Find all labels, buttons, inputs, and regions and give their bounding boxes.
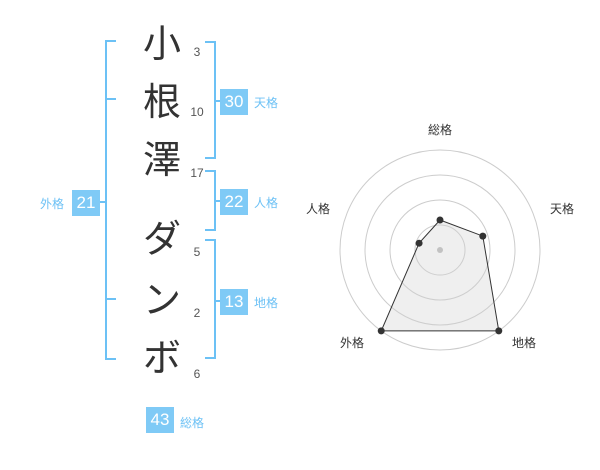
radar-axis-label-gaikaku: 外格 — [340, 336, 365, 350]
stroke-count: 6 — [193, 367, 201, 381]
radar-ring — [389, 199, 491, 301]
gaikaku-value-badge: 21 — [72, 190, 100, 216]
given-char-2: ン — [142, 278, 181, 322]
surname-char-2: 根 — [142, 80, 181, 124]
tenkaku-value-badge: 30 — [220, 89, 248, 115]
radar-axis-label-tenkaku: 天格 — [550, 202, 575, 216]
chikaku-value-badge: 13 — [220, 289, 248, 315]
radar-center-dot — [437, 247, 443, 253]
radar-point — [495, 327, 503, 335]
surname-char-3: 澤 — [142, 138, 181, 182]
radar-axis-label-soukaku: 総格 — [428, 123, 453, 137]
gaikaku-label: 外格 — [40, 197, 65, 211]
radar-polygon — [380, 219, 500, 332]
radar-ring — [414, 224, 466, 276]
radar-point — [415, 239, 423, 247]
radar-point — [377, 327, 385, 335]
radar-ring — [364, 174, 516, 326]
surname-char-1: 小 — [142, 22, 181, 66]
radar-point — [479, 232, 487, 240]
stroke-count: 2 — [193, 306, 201, 320]
jinkaku-label: 人格 — [254, 196, 279, 210]
stroke-count: 17 — [190, 166, 204, 180]
given-char-1: ダ — [142, 217, 181, 261]
radar-point — [436, 216, 444, 224]
stroke-count: 3 — [193, 45, 201, 59]
radar-axis-label-chikaku: 地格 — [512, 336, 537, 350]
given-char-3: ボ — [142, 336, 181, 380]
radar-ring — [339, 149, 541, 351]
chikaku-label: 地格 — [254, 296, 279, 310]
soukaku-value-badge: 43 — [146, 407, 174, 433]
tenkaku-label: 天格 — [254, 96, 279, 110]
chikaku-bracket — [205, 239, 216, 359]
soukaku-label: 総格 — [180, 416, 205, 430]
radar-axis-label-jinkaku: 人格 — [306, 202, 331, 216]
stroke-count: 10 — [190, 105, 204, 119]
gaikaku-bracket — [105, 40, 116, 360]
stroke-count: 5 — [193, 245, 201, 259]
jinkaku-value-badge: 22 — [220, 189, 248, 215]
